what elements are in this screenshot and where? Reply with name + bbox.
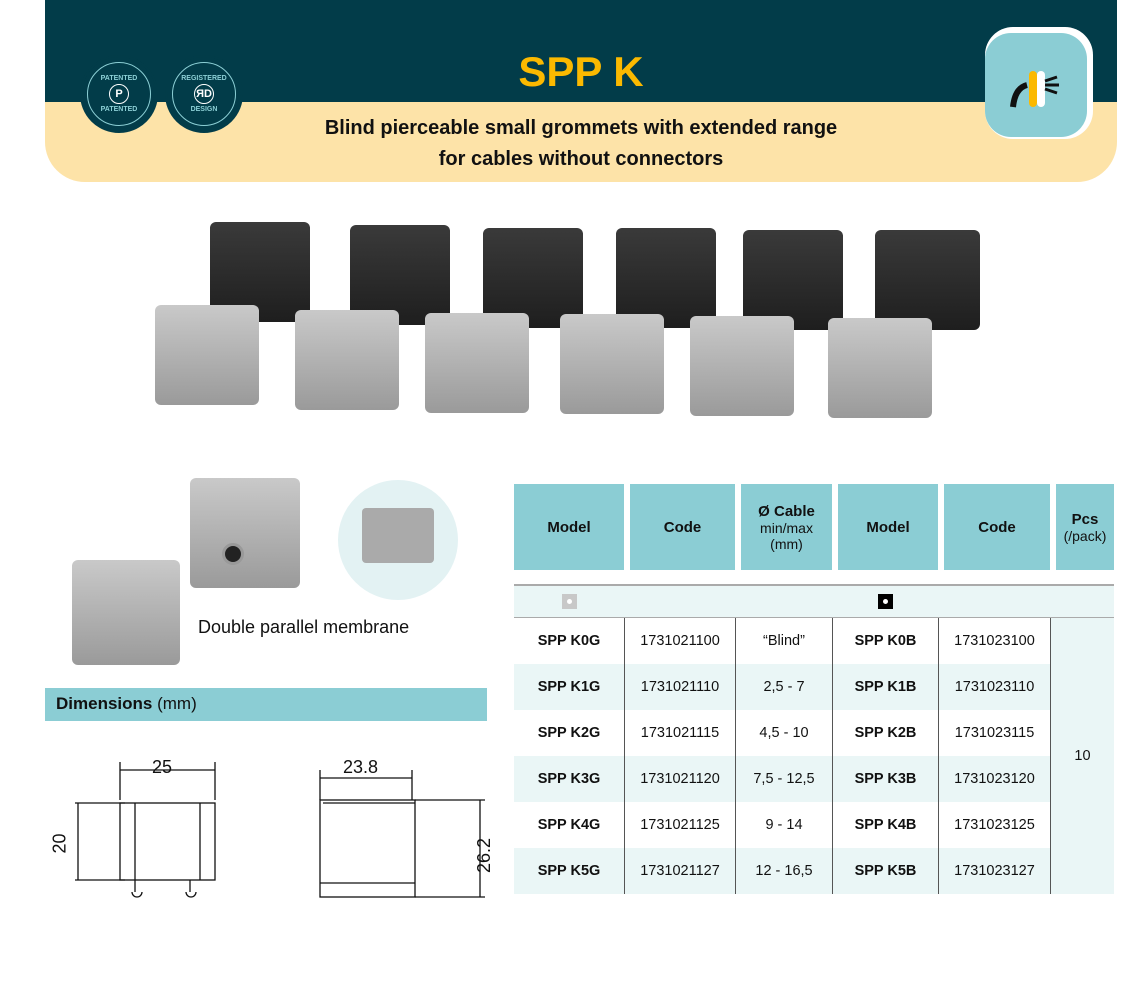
cell-cable: 12 - 16,5 xyxy=(735,848,832,894)
grey-color-swatch-icon xyxy=(561,594,577,610)
cell-code-g: 1731021115 xyxy=(624,710,735,756)
cell-model-b: SPP K5B xyxy=(832,848,938,894)
dim-width-25: 25 xyxy=(152,757,173,777)
cell-model-g: SPP K5G xyxy=(514,848,624,894)
cell-code-b: 1731023120 xyxy=(938,756,1050,802)
header-model-black: Model xyxy=(832,484,938,570)
cell-code-b: 1731023125 xyxy=(938,802,1050,848)
cell-code-g: 1731021127 xyxy=(624,848,735,894)
cable-grommet-icon xyxy=(985,27,1093,139)
cell-pcs: 10 xyxy=(1050,618,1114,894)
dimensions-header: Dimensions (mm) xyxy=(45,688,487,721)
cell-cable: “Blind” xyxy=(735,618,832,664)
cell-code-g: 1731021110 xyxy=(624,664,735,710)
header-pcs: Pcs(/pack) xyxy=(1050,484,1114,570)
cell-model-g: SPP K2G xyxy=(537,725,601,741)
cell-model-b: SPP K2B xyxy=(832,710,938,756)
product-title: SPP K xyxy=(518,48,644,95)
cell-model-g: SPP K4G xyxy=(537,817,601,833)
dim-height-20: 20 xyxy=(49,833,70,854)
cell-code-b: 1731023127 xyxy=(938,848,1050,894)
cell-cable: 2,5 - 7 xyxy=(735,664,832,710)
dimension-drawings xyxy=(75,762,485,898)
cell-cable: 4,5 - 10 xyxy=(735,710,832,756)
cell-code-g: 1731021125 xyxy=(624,802,735,848)
cell-code-g: 1731021120 xyxy=(624,756,735,802)
cell-code-g: 1731021100 xyxy=(624,618,735,664)
cell-model-g: SPP K3G xyxy=(514,756,624,802)
cell-model-b: SPP K0B xyxy=(832,618,938,664)
cell-model-b: SPP K3B xyxy=(832,756,938,802)
header-banner: SPP K Blind pierceable small grommets wi… xyxy=(45,0,1117,182)
header-code-grey: Code xyxy=(624,484,735,570)
membrane-caption: Double parallel membrane xyxy=(198,617,410,637)
dim-height-26-2: 26.2 xyxy=(474,837,495,874)
cell-code-b: 1731023110 xyxy=(938,664,1050,710)
cell-model-g: SPP K0G xyxy=(537,633,601,649)
dim-width-23-8: 23.8 xyxy=(343,757,379,777)
cell-code-b: 1731023115 xyxy=(938,710,1050,756)
header-code-black: Code xyxy=(938,484,1050,570)
cell-model-g: SPP K1G xyxy=(514,664,624,710)
cell-code-b: 1731023100 xyxy=(938,618,1050,664)
black-color-swatch-icon xyxy=(877,594,893,610)
cell-model-b: SPP K1B xyxy=(832,664,938,710)
product-subtitle: Blind pierceable small grommets with ext… xyxy=(324,117,838,170)
header-model-grey: Model xyxy=(514,484,624,570)
cell-model-b: SPP K4B xyxy=(832,802,938,848)
cell-cable: 9 - 14 xyxy=(735,802,832,848)
cell-cable: 7,5 - 12,5 xyxy=(735,756,832,802)
